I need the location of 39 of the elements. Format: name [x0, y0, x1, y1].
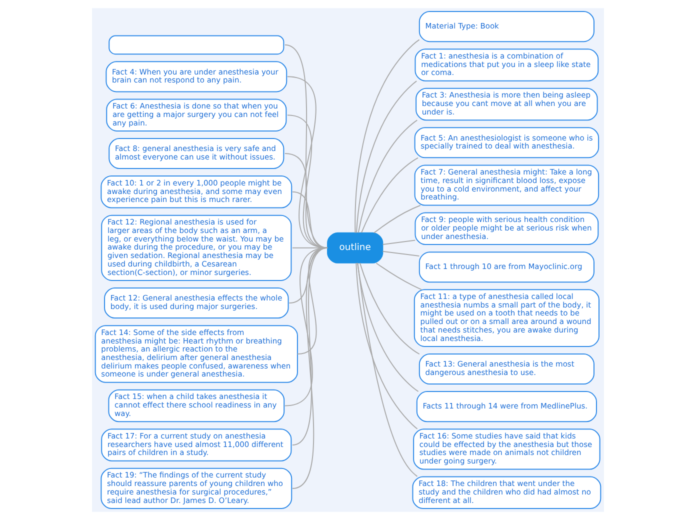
connector [374, 204, 421, 234]
connector [359, 262, 420, 355]
connector [354, 39, 420, 234]
connector [358, 120, 418, 234]
node-box: Fact 15: when a child takes anesthesia it cannot effect there school readiness in any way. [108, 389, 285, 422]
node-box: Fact 9: people with serious health condition or older people might be at serious risk when under anesthesia. [414, 212, 599, 246]
node-box [108, 35, 284, 55]
node-box: outline [327, 232, 384, 264]
node-box: Fact 12: Regional anesthesia is used for larger areas of the body such as an arm, a leg, or everything below the waist. You may be awake during the procedure, or you may be given sedation. Regional anesthesia may be used during childbirth, a Cesarean section(C-section), or minor surgeries. [101, 214, 292, 281]
connector [292, 247, 328, 489]
node-box: Fact 7: General anesthesia might: Take a long time, result in significant blood loss, expose you to a cold environment, and affect your breathing. [414, 164, 600, 206]
node-box: Fact 10: 1 or 2 in every 1,000 people might be awake during anesthesia, and some may even experience pain but this is much rarer. [100, 176, 292, 208]
connector [284, 153, 328, 248]
node-box: Fact 14: Some of the side effects from anesthesia might be: Heart rhythm or breathing problems, an allergic reaction to the anesthesia, delirium after general anesthesia delirium makes people confused, awareness when someone is under general anesthesia. [94, 325, 298, 383]
connector [382, 250, 420, 256]
connector [356, 262, 418, 430]
node-box: Facts 11 through 14 were from MedlinePlus. [416, 391, 597, 422]
connector [356, 262, 419, 392]
node-box: Material Type: Book [418, 11, 594, 42]
node-box: Fact 4: When you are under anesthesia your brain can not respond to any pain. [106, 61, 288, 92]
connector [356, 80, 418, 234]
connector [376, 262, 422, 290]
node-box: Fact 16: Some studies have said that kids could be effected by the anesthesia but those studies were made on animals not children under going surgery. [413, 428, 600, 470]
node-box: Fact 19: “The findings of the current study should reassure parents of young children who require anesthesia for surgical procedures,” said lead author Dr. James D. O’Leary. [100, 468, 292, 509]
connector [382, 240, 416, 245]
connector [357, 262, 418, 477]
node-box: Fact 5: An anesthesiologist is someone who is specially trained to deal with anesthesia. [414, 127, 600, 158]
node-box: Fact 1 through 10 are from Mayoclinic.org [418, 252, 594, 283]
connector [361, 157, 418, 234]
node-box: Fact 1: anesthesia is a combination of medications that put you in a sleep like state or coma. [414, 48, 599, 82]
node-box: Fact 12: General anesthesia effects the whole body, it is used during major surgeries. [104, 287, 289, 319]
connector [284, 44, 328, 248]
node-box: Fact 18: The children that went under the study and the children who did had almost no different at all. [412, 476, 602, 509]
node-box: Fact 11: a type of anesthesia called local anesthesia numbs a small part of the body, it might be used on a tooth that needs to be pulled out or on a small area around a wound that needs stitches, you are awake during local anesthesia. [414, 289, 600, 347]
node-box: Fact 17: For a current study on anesthesia researchers have used almost 11,000 different pairs of children in a study. [101, 428, 292, 462]
node-box: Fact 3: Anesthesia is more then being asleep because you cant move at all when you are under is. [416, 88, 598, 121]
node-box: Fact 6: Anesthesia is done so that when you are getting a major surgery you can not feel any pain. [106, 98, 287, 132]
node-box: Fact 8: general anesthesia is very safe and almost everyone can use it without issues. [108, 138, 284, 170]
node-box: Fact 13: General anesthesia is the most dangerous anesthesia to use. [418, 353, 594, 385]
